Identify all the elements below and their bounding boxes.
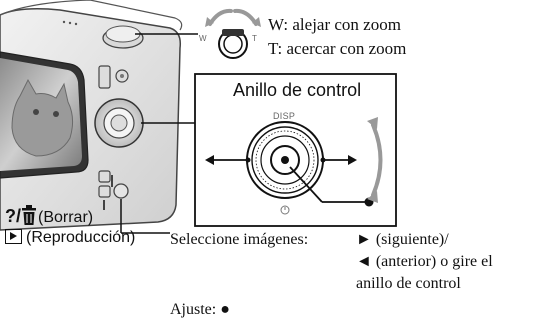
control-ring-panel: [194, 73, 397, 227]
select-line-1: ► (siguiente)/: [356, 231, 449, 248]
select-line-2: ◄ (anterior) o gire el: [356, 253, 493, 270]
playback-icon: [5, 229, 22, 244]
self-timer-icon: [280, 205, 290, 215]
control-ring-title: Anillo de control: [233, 80, 362, 100]
delete-prefix: ?/: [5, 206, 21, 226]
adjust-label: Ajuste: ●: [170, 301, 230, 318]
playback-text: (Reproducción): [26, 229, 136, 246]
select-line-3: anillo de control: [356, 275, 461, 292]
delete-button-label: ?/ (Borrar): [5, 206, 93, 227]
rotate-arrow-icon: [367, 117, 383, 203]
leader-lines: [103, 33, 198, 234]
lever-w-tag: W: [199, 34, 207, 43]
trash-icon: [22, 205, 36, 225]
select-lead: Seleccione imágenes:: [170, 231, 309, 248]
zoom-lever-icon: [205, 8, 261, 59]
side-controls: [94, 65, 144, 199]
zoom-w-text: W: alejar con zoom: [268, 15, 401, 34]
lcd-screen: [0, 51, 89, 179]
playback-button-label: (Reproducción): [5, 229, 135, 247]
disp-tag: DISP: [273, 111, 296, 121]
lever-t-tag: T: [252, 34, 258, 43]
zoom-t-text: T: acercar con zoom: [268, 39, 407, 58]
delete-text: (Borrar): [38, 209, 94, 226]
